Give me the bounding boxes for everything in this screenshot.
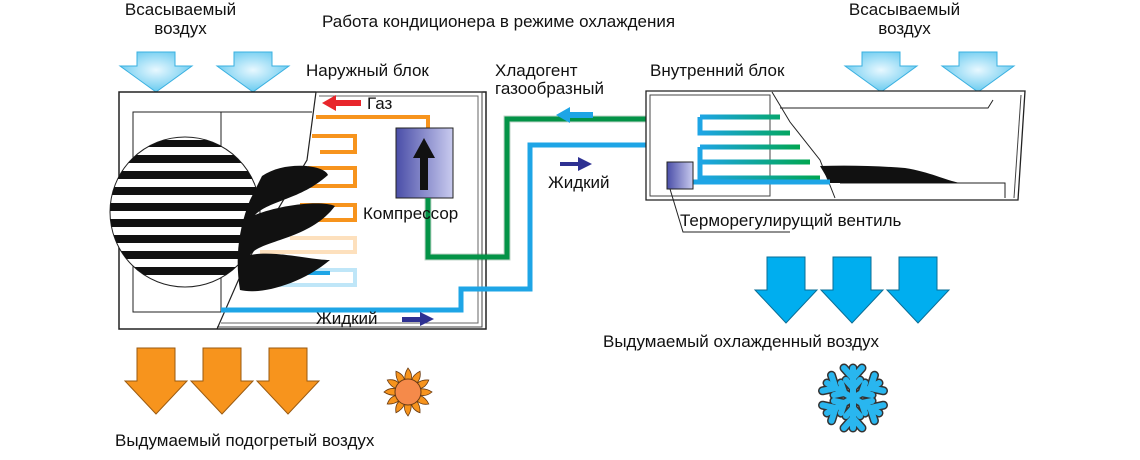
- liquid-flow-arrow-middle-icon: [560, 157, 592, 171]
- gas-flow-arrow-icon: [556, 107, 593, 123]
- evaporator-coil: [693, 114, 830, 185]
- compressor-label: Компрессор: [363, 204, 459, 223]
- refrigerant-gas-label-line1: Хладогент: [495, 61, 578, 80]
- refrigerant-gas-label-line2: газообразный: [495, 79, 604, 98]
- intake-arrow-left-1: [118, 51, 194, 93]
- cooled-air-label: Выдумаемый охлажденный воздух: [603, 332, 880, 351]
- diagram-title: Работа кондиционера в режиме охлаждения: [322, 12, 676, 31]
- cooled-air-arrow-2: [819, 256, 885, 324]
- intake-arrow-left-2: [215, 51, 291, 93]
- gas-arrow-icon: [322, 95, 361, 111]
- intake-air-left-label-line1: Всасываемый: [124, 0, 237, 19]
- heated-air-arrow-1: [123, 347, 189, 415]
- intake-arrow-right-1: [843, 51, 919, 93]
- compressor: [395, 127, 454, 199]
- liquid-outdoor-label: Жидкий: [316, 309, 378, 328]
- sun-icon: [383, 367, 433, 417]
- heated-air-arrow-3: [255, 347, 321, 415]
- heated-air-arrow-2: [189, 347, 255, 415]
- fan-icon: [109, 136, 335, 292]
- liquid-flow-arrow-outdoor-icon: [402, 312, 434, 326]
- intake-air-right-label-line2: воздух: [878, 19, 931, 38]
- intake-air-right-label-line1: Всасываемый: [848, 0, 961, 19]
- snowflake-icon: [818, 363, 888, 433]
- cooled-air-arrow-3: [885, 256, 951, 324]
- intake-air-left-label-line2: воздух: [154, 19, 207, 38]
- outdoor-unit-label: Наружный блок: [306, 61, 429, 80]
- gas-label: Газ: [367, 94, 393, 113]
- expansion-valve-label: Терморегулирущий вентиль: [680, 211, 902, 230]
- intake-arrow-right-2: [940, 51, 1016, 93]
- expansion-valve: [666, 161, 790, 233]
- liquid-middle-label: Жидкий: [548, 173, 610, 192]
- heated-air-label: Выдумаемый подогретый воздух: [115, 431, 375, 450]
- indoor-unit-label: Внутренний блок: [650, 61, 785, 80]
- cooled-air-arrow-1: [753, 256, 819, 324]
